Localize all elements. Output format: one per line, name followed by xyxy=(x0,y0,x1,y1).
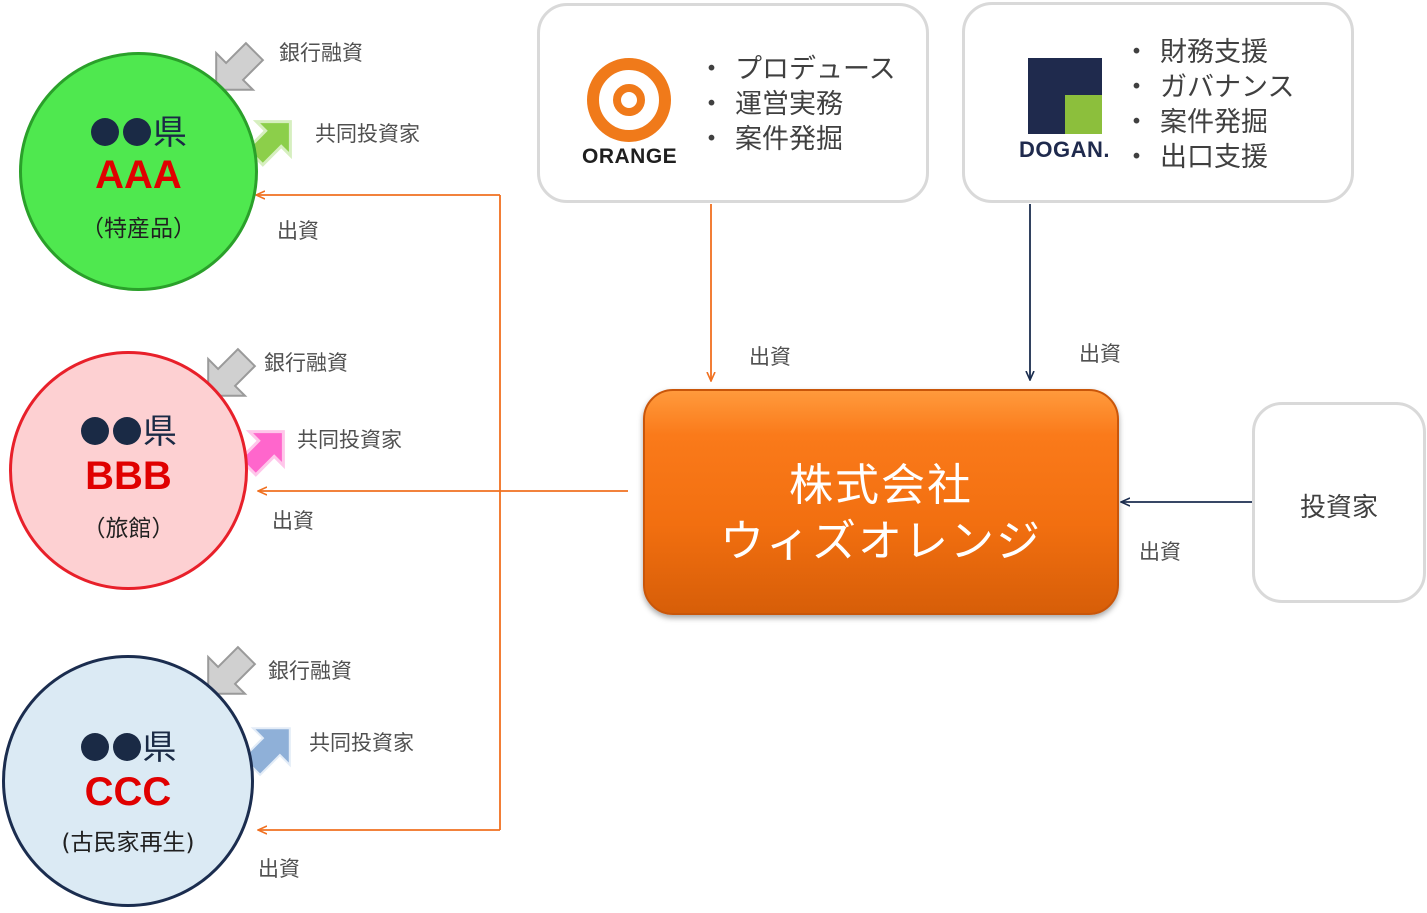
orange-logo-icon xyxy=(587,58,671,142)
region-code: CCC xyxy=(84,770,172,814)
prefecture-label: 県 xyxy=(22,105,255,154)
dogan-partner-box: DOGAN. 財務支援 ガバナンス 案件発掘 出口支援 xyxy=(962,2,1354,203)
masked-dot xyxy=(80,733,109,761)
bank-loan-label-aaa: 銀行融資 xyxy=(279,41,363,65)
investment-label-orange: 出資 xyxy=(749,345,791,369)
investment-label-ccc: 出資 xyxy=(258,857,300,881)
dogan-role-item: ガバナンス xyxy=(1123,70,1294,105)
masked-dot xyxy=(81,417,109,445)
investment-label-dogan: 出資 xyxy=(1079,342,1121,366)
dogan-logo-text: DOGAN. xyxy=(1019,137,1110,162)
masked-dot xyxy=(123,118,151,146)
bank-loan-arrow-bbb xyxy=(207,347,257,397)
region-subtitle: （旅館） xyxy=(82,516,175,542)
region-subtitle: (古民家再生) xyxy=(61,830,195,856)
bank-loan-arrow-aaa xyxy=(215,41,265,91)
co-investor-label-ccc: 共同投資家 xyxy=(309,731,414,755)
main-company-box: 株式会社 ウィズオレンジ xyxy=(643,389,1119,615)
orange-role-item: 案件発掘 xyxy=(698,122,896,157)
orange-partner-box: ORANGE プロデュース 運営実務 案件発掘 xyxy=(537,3,929,203)
main-company-line2: ウィズオレンジ xyxy=(720,516,1042,567)
region-code: AAA xyxy=(95,153,182,197)
investor-box: 投資家 xyxy=(1252,402,1426,603)
prefecture-label: 県 xyxy=(12,404,245,453)
bank-loan-arrow-ccc xyxy=(207,645,257,695)
region-bbb-circle: 県 BBB （旅館） xyxy=(9,351,248,590)
masked-dot xyxy=(113,417,141,445)
region-ccc-circle: 県 CCC (古民家再生) xyxy=(2,655,254,907)
orange-role-item: プロデュース xyxy=(698,52,896,87)
orange-roles-list: プロデュース 運営実務 案件発掘 xyxy=(698,52,896,157)
region-code: BBB xyxy=(85,454,172,498)
bank-loan-label-ccc: 銀行融資 xyxy=(268,659,352,683)
dogan-role-item: 案件発掘 xyxy=(1123,105,1294,140)
orange-logo-text: ORANGE xyxy=(582,145,678,168)
investment-label-investor: 出資 xyxy=(1139,540,1181,564)
dogan-role-item: 財務支援 xyxy=(1123,35,1294,70)
dogan-roles-list: 財務支援 ガバナンス 案件発掘 出口支援 xyxy=(1123,35,1294,175)
prefecture-label: 県 xyxy=(5,720,251,769)
region-aaa-circle: 県 AAA （特産品） xyxy=(19,52,258,291)
investor-label: 投資家 xyxy=(1299,493,1378,523)
bank-loan-label-bbb: 銀行融資 xyxy=(264,351,348,375)
investment-label-aaa: 出資 xyxy=(277,219,319,243)
masked-dot xyxy=(112,733,141,761)
masked-dot xyxy=(91,118,119,146)
co-investor-label-aaa: 共同投資家 xyxy=(315,122,420,146)
orange-role-item: 運営実務 xyxy=(698,87,896,122)
dogan-role-item: 出口支援 xyxy=(1123,140,1294,175)
main-company-line1: 株式会社 xyxy=(789,460,973,511)
investment-label-bbb: 出資 xyxy=(272,509,314,533)
co-investor-label-bbb: 共同投資家 xyxy=(297,428,402,452)
region-subtitle: （特産品） xyxy=(81,216,196,242)
dogan-logo-icon xyxy=(1028,58,1102,134)
